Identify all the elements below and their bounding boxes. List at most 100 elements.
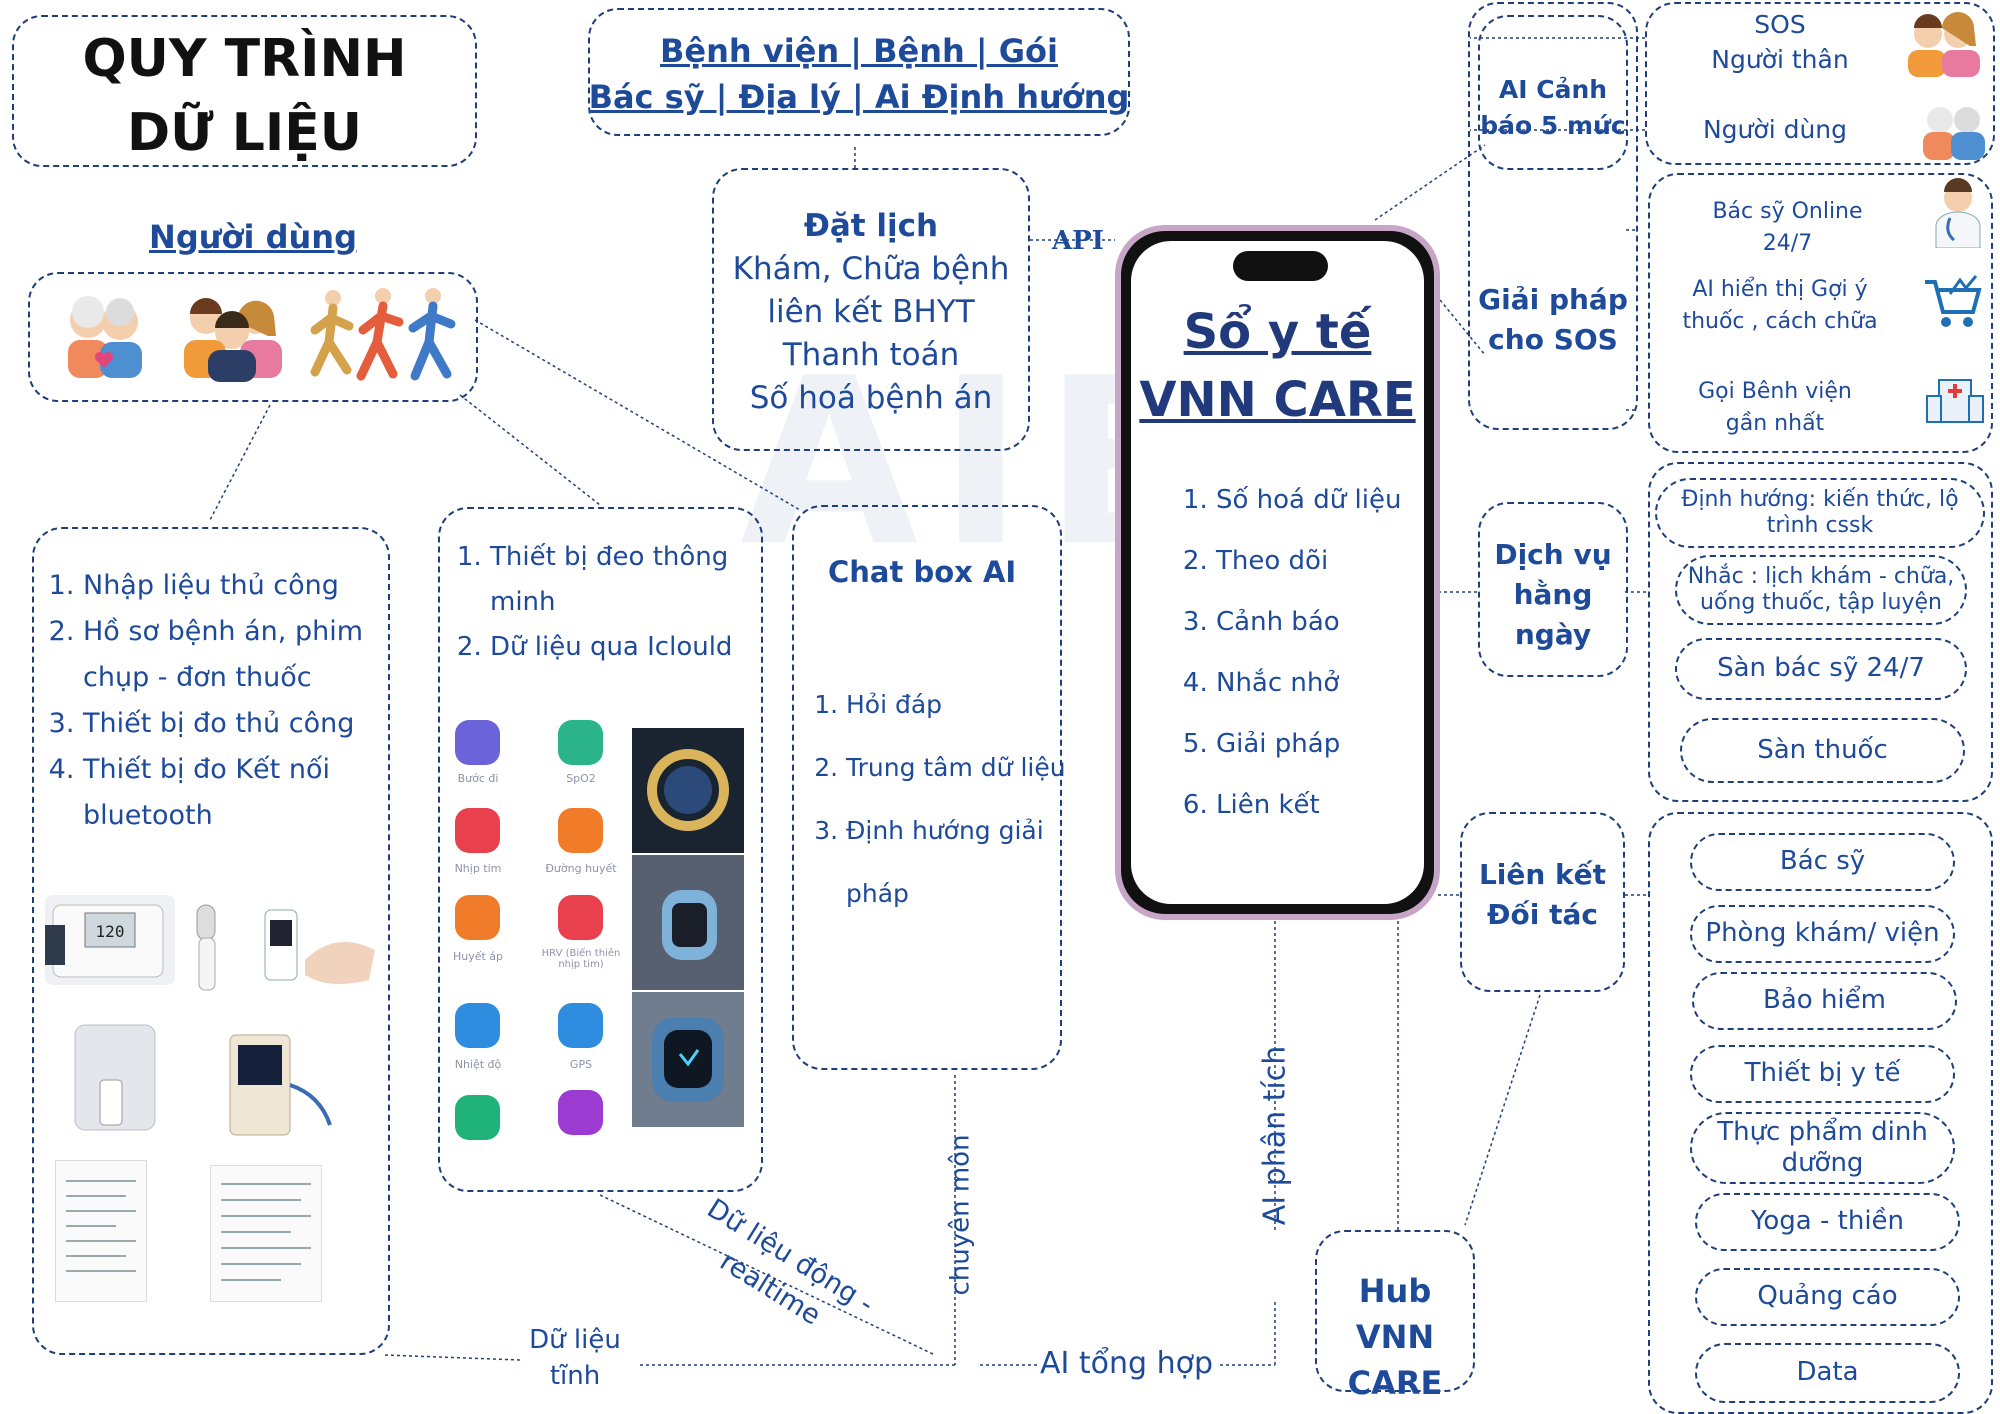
page-title: QUY TRÌNH DỮ LIỆU xyxy=(12,22,477,170)
nguoi-dung-title: Người dùng xyxy=(149,218,357,256)
phone-feature-item: Cảnh báo xyxy=(1216,592,1446,653)
dat-lich-line: liên kết BHYT xyxy=(767,294,975,330)
partner-item[interactable]: Phòng khám/ viện xyxy=(1690,905,1955,963)
ai-phan-tich-label: AI phân tích xyxy=(1257,1045,1293,1226)
phone-title: Sổ y tế VNN CARE xyxy=(1125,298,1430,434)
smart-band-image xyxy=(632,855,744,990)
daily-service-item[interactable]: Định hướng: kiến thức, lộ trình cssk xyxy=(1655,478,1985,548)
partner-item[interactable]: Thiết bị y tế xyxy=(1690,1045,1955,1103)
dich-vu-box xyxy=(1478,502,1628,677)
phone-feature-list: Số hoá dữ liệu Theo dõi Cảnh báo Nhắc nh… xyxy=(1192,470,1446,836)
title-line1: QUY TRÌNH xyxy=(82,29,407,89)
phone-feature-item: Giải pháp xyxy=(1216,714,1446,775)
top-links-box xyxy=(588,8,1130,136)
top-links-line1[interactable]: Bệnh viện | Bệnh | Gói xyxy=(660,32,1058,70)
dat-lich-line: Khám, Chữa bệnh xyxy=(732,251,1010,287)
top-links[interactable]: Bệnh viện | Bệnh | Gói Bác sỹ | Địa lý |… xyxy=(588,28,1130,120)
phone-notch xyxy=(1233,251,1328,281)
dat-lich-box xyxy=(712,168,1030,451)
ai-canh-bao-box xyxy=(1478,15,1628,170)
elderly-user-icon xyxy=(1915,100,1990,160)
wearable-list: Thiết bị đeo thông minh Dữ liệu qua Iclo… xyxy=(462,535,785,670)
hospital-icon xyxy=(1925,370,1985,425)
partner-item[interactable]: Bác sỹ xyxy=(1690,833,1955,891)
svg-text:120: 120 xyxy=(96,922,125,941)
gps-icon xyxy=(558,1003,603,1048)
daily-service-item[interactable]: Nhắc : lịch khám - chữa, uống thuốc, tập… xyxy=(1675,555,1967,625)
partner-item[interactable]: Bảo hiểm xyxy=(1692,972,1957,1030)
partner-item[interactable]: Quảng cáo xyxy=(1695,1268,1960,1326)
bac-sy-online-label: Bác sỹ Online 24/7 xyxy=(1712,199,1863,256)
sos-solutions-box xyxy=(1648,173,1993,453)
giai-phap-sos-label: Giải pháp cho SOS xyxy=(1478,283,1628,356)
group-people-icon xyxy=(178,292,288,382)
partner-item[interactable]: Data xyxy=(1695,1343,1960,1403)
hrv-icon xyxy=(558,895,603,940)
medical-record-image xyxy=(55,1160,147,1302)
steps-label: Bước đi xyxy=(457,772,499,785)
dat-lich-title: Đặt lịch xyxy=(803,208,939,244)
du-lieu-tinh-label: Dữ liệu tĩnh xyxy=(529,1325,621,1391)
partner-item[interactable]: Yoga - thiền xyxy=(1695,1193,1960,1251)
smart-ring-image xyxy=(632,728,744,853)
daily-service-item[interactable]: Sàn bác sỹ 24/7 xyxy=(1675,638,1967,700)
manual-item: Thiết bị đo Kết nối bluetooth xyxy=(83,747,403,839)
phone-screen xyxy=(1131,241,1424,904)
blood-pressure-label: Huyết áp xyxy=(452,950,504,963)
wearable-box xyxy=(438,507,763,1192)
chatbox-list: Hỏi đáp Trung tâm dữ liệu Định hướng giả… xyxy=(818,673,1086,925)
manual-item: Hồ sơ bệnh án, phim chụp - đơn thuốc xyxy=(83,609,403,701)
chatbox-item: Trung tâm dữ liệu xyxy=(846,736,1086,799)
prescription-image xyxy=(210,1165,322,1302)
blood-sugar-label: Đường huyết xyxy=(545,862,617,875)
title-line2: DỮ LIỆU xyxy=(127,103,362,163)
sos-column-box xyxy=(1468,2,1638,430)
sleep-icon xyxy=(558,1090,603,1135)
doctor-icon xyxy=(1928,178,1988,249)
temperature-label: Nhiệt độ xyxy=(454,1058,502,1071)
daily-service-item[interactable]: Sàn thuốc xyxy=(1680,718,1965,783)
wearable-item: Thiết bị đeo thông minh xyxy=(490,535,785,625)
steps-icon xyxy=(455,720,500,765)
title-box xyxy=(12,15,477,167)
phone-title-line2: VNN CARE xyxy=(1139,372,1416,428)
partner-item[interactable]: Thực phẩm dinh dưỡng xyxy=(1690,1112,1955,1184)
family-icon xyxy=(1898,12,1988,77)
hrv-label: HRV (Biến thiên nhịp tim) xyxy=(541,948,621,970)
partners-box xyxy=(1648,812,1993,1414)
phone-title-line1: Sổ y tế xyxy=(1183,304,1372,360)
ai-tong-hop-label: AI tổng hợp xyxy=(1040,1346,1214,1381)
blood-pressure-icon xyxy=(455,895,500,940)
sos-box xyxy=(1645,2,1995,165)
spo2-icon xyxy=(558,720,603,765)
chart-app-icon xyxy=(455,1095,500,1140)
hub-box xyxy=(1315,1230,1475,1392)
dat-lich-content: Đặt lịch Khám, Chữa bệnh liên kết BHYT T… xyxy=(712,205,1030,420)
top-links-line2[interactable]: Bác sỹ | Địa lý | Ai Định hướng xyxy=(588,78,1130,116)
dat-lich-line: Thanh toán xyxy=(782,337,960,373)
lien-ket-box xyxy=(1460,812,1625,992)
chatbox-title: Chat box AI xyxy=(828,555,1017,589)
ai-goi-y-label: AI hiển thị Gợi ý thuốc , cách chữa xyxy=(1682,277,1878,334)
manual-data-list: Nhập liệu thủ công Hồ sơ bệnh án, phim c… xyxy=(55,563,403,839)
dich-vu-label: Dịch vụ hằng ngày xyxy=(1494,538,1612,651)
lien-ket-label: Liên kết Đối tác xyxy=(1478,858,1607,931)
temperature-icon xyxy=(455,1003,500,1048)
gps-label: GPS xyxy=(569,1058,593,1071)
phone-feature-item: Số hoá dữ liệu xyxy=(1216,470,1446,531)
chatbox-ai-box xyxy=(792,505,1062,1070)
scale-image xyxy=(65,1020,165,1135)
heart-rate-label: Nhịp tim xyxy=(454,862,502,875)
blood-pressure-monitor-image: 120 xyxy=(45,895,175,985)
api-label: API xyxy=(1052,226,1104,256)
pharmacy-cart-icon xyxy=(1920,272,1985,332)
ecg-monitor-image xyxy=(210,1025,335,1145)
blood-sugar-icon xyxy=(558,808,603,853)
sos-nguoi-dung-label: Người dùng xyxy=(1702,115,1848,144)
phone-feature-item: Nhắc nhở xyxy=(1216,653,1446,714)
spo2-label: SpO2 xyxy=(566,772,596,785)
wearable-item: Dữ liệu qua Iclould xyxy=(490,625,785,670)
ai-canh-bao-label: AI Cảnh báo 5 mức xyxy=(1480,75,1626,140)
heart-rate-icon xyxy=(455,808,500,853)
